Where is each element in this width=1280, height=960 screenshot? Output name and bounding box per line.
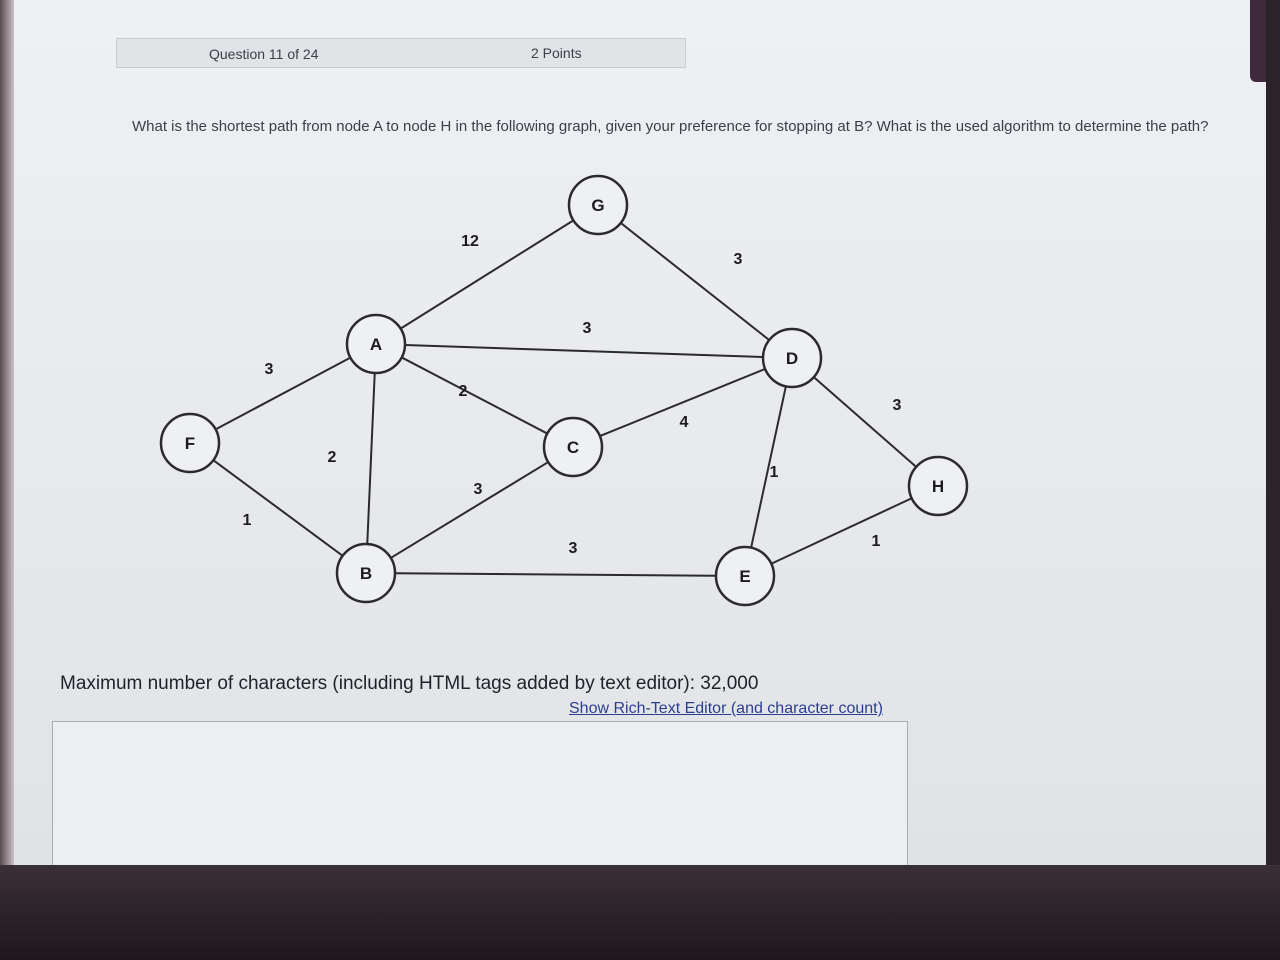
edge-weight-a-d: 3 <box>583 320 592 337</box>
edge-c-d <box>599 367 766 438</box>
node-circle-d <box>761 327 823 389</box>
quiz-screen: Question 11 of 24 2 Points What is the s… <box>0 0 1266 865</box>
node-h: H <box>907 455 969 517</box>
node-circle-g <box>567 174 629 236</box>
question-header-bar: Question 11 of 24 2 Points <box>116 38 686 68</box>
node-e: E <box>714 545 776 607</box>
edge-f-b <box>212 459 344 557</box>
show-rich-text-editor-link[interactable]: Show Rich-Text Editor (and character cou… <box>569 700 883 717</box>
node-circle-e <box>714 545 776 607</box>
node-label-b: B <box>360 564 372 583</box>
answer-textarea[interactable] <box>52 721 908 865</box>
edge-a-d <box>404 343 764 359</box>
question-points: 2 Points <box>531 45 582 61</box>
edge-a-c <box>401 356 548 435</box>
edge-d-h <box>813 376 917 468</box>
edge-e-h <box>770 497 913 565</box>
edge-weight-a-c: 2 <box>459 383 468 400</box>
device-bezel-bottom <box>0 865 1280 960</box>
node-circle-b <box>335 542 397 604</box>
edge-weight-g-d: 3 <box>734 251 743 268</box>
edge-weight-a-g: 12 <box>461 233 479 250</box>
max-characters-note: Maximum number of characters (including … <box>60 673 759 694</box>
node-label-a: A <box>370 335 382 354</box>
edge-c-b <box>390 461 549 559</box>
edge-weight-f-a: 3 <box>265 361 274 378</box>
node-label-g: G <box>591 196 604 215</box>
edge-weight-a-b: 2 <box>328 449 337 466</box>
question-side-tab[interactable] <box>1250 0 1266 82</box>
edge-weight-e-h: 1 <box>872 533 881 550</box>
edge-weight-d-h: 3 <box>893 397 902 414</box>
edge-a-b <box>366 372 376 545</box>
graph-diagram: 12 3 3 3 2 2 1 4 3 1 3 3 1 G A D F C H B E <box>159 174 969 607</box>
node-circle-f <box>159 412 221 474</box>
node-circle-h <box>907 455 969 517</box>
edge-g-d <box>620 222 770 341</box>
question-text: What is the shortest path from node A to… <box>132 118 1209 135</box>
node-circle-c <box>542 416 604 478</box>
edge-weight-b-e: 3 <box>569 540 578 557</box>
node-label-d: D <box>786 349 798 368</box>
node-c: C <box>542 416 604 478</box>
edge-a-g <box>400 219 574 330</box>
node-a: A <box>345 313 407 375</box>
node-label-f: F <box>185 434 195 453</box>
question-number: Question 11 of 24 <box>209 46 319 62</box>
node-circle-a <box>345 313 407 375</box>
node-label-h: H <box>932 477 944 496</box>
node-d: D <box>761 327 823 389</box>
edge-d-e <box>750 386 787 548</box>
node-g: G <box>567 174 629 236</box>
edge-weight-c-d: 4 <box>680 414 689 431</box>
node-b: B <box>335 542 397 604</box>
edge-weight-f-b: 1 <box>243 512 252 529</box>
edge-weight-c-b: 3 <box>474 481 483 498</box>
edge-b-e <box>394 572 717 577</box>
edge-f-a <box>215 356 351 431</box>
node-label-e: E <box>739 567 750 586</box>
device-bezel-left <box>0 0 14 865</box>
edge-weight-d-e: 1 <box>770 464 779 481</box>
node-f: F <box>159 412 221 474</box>
node-label-c: C <box>567 438 579 457</box>
